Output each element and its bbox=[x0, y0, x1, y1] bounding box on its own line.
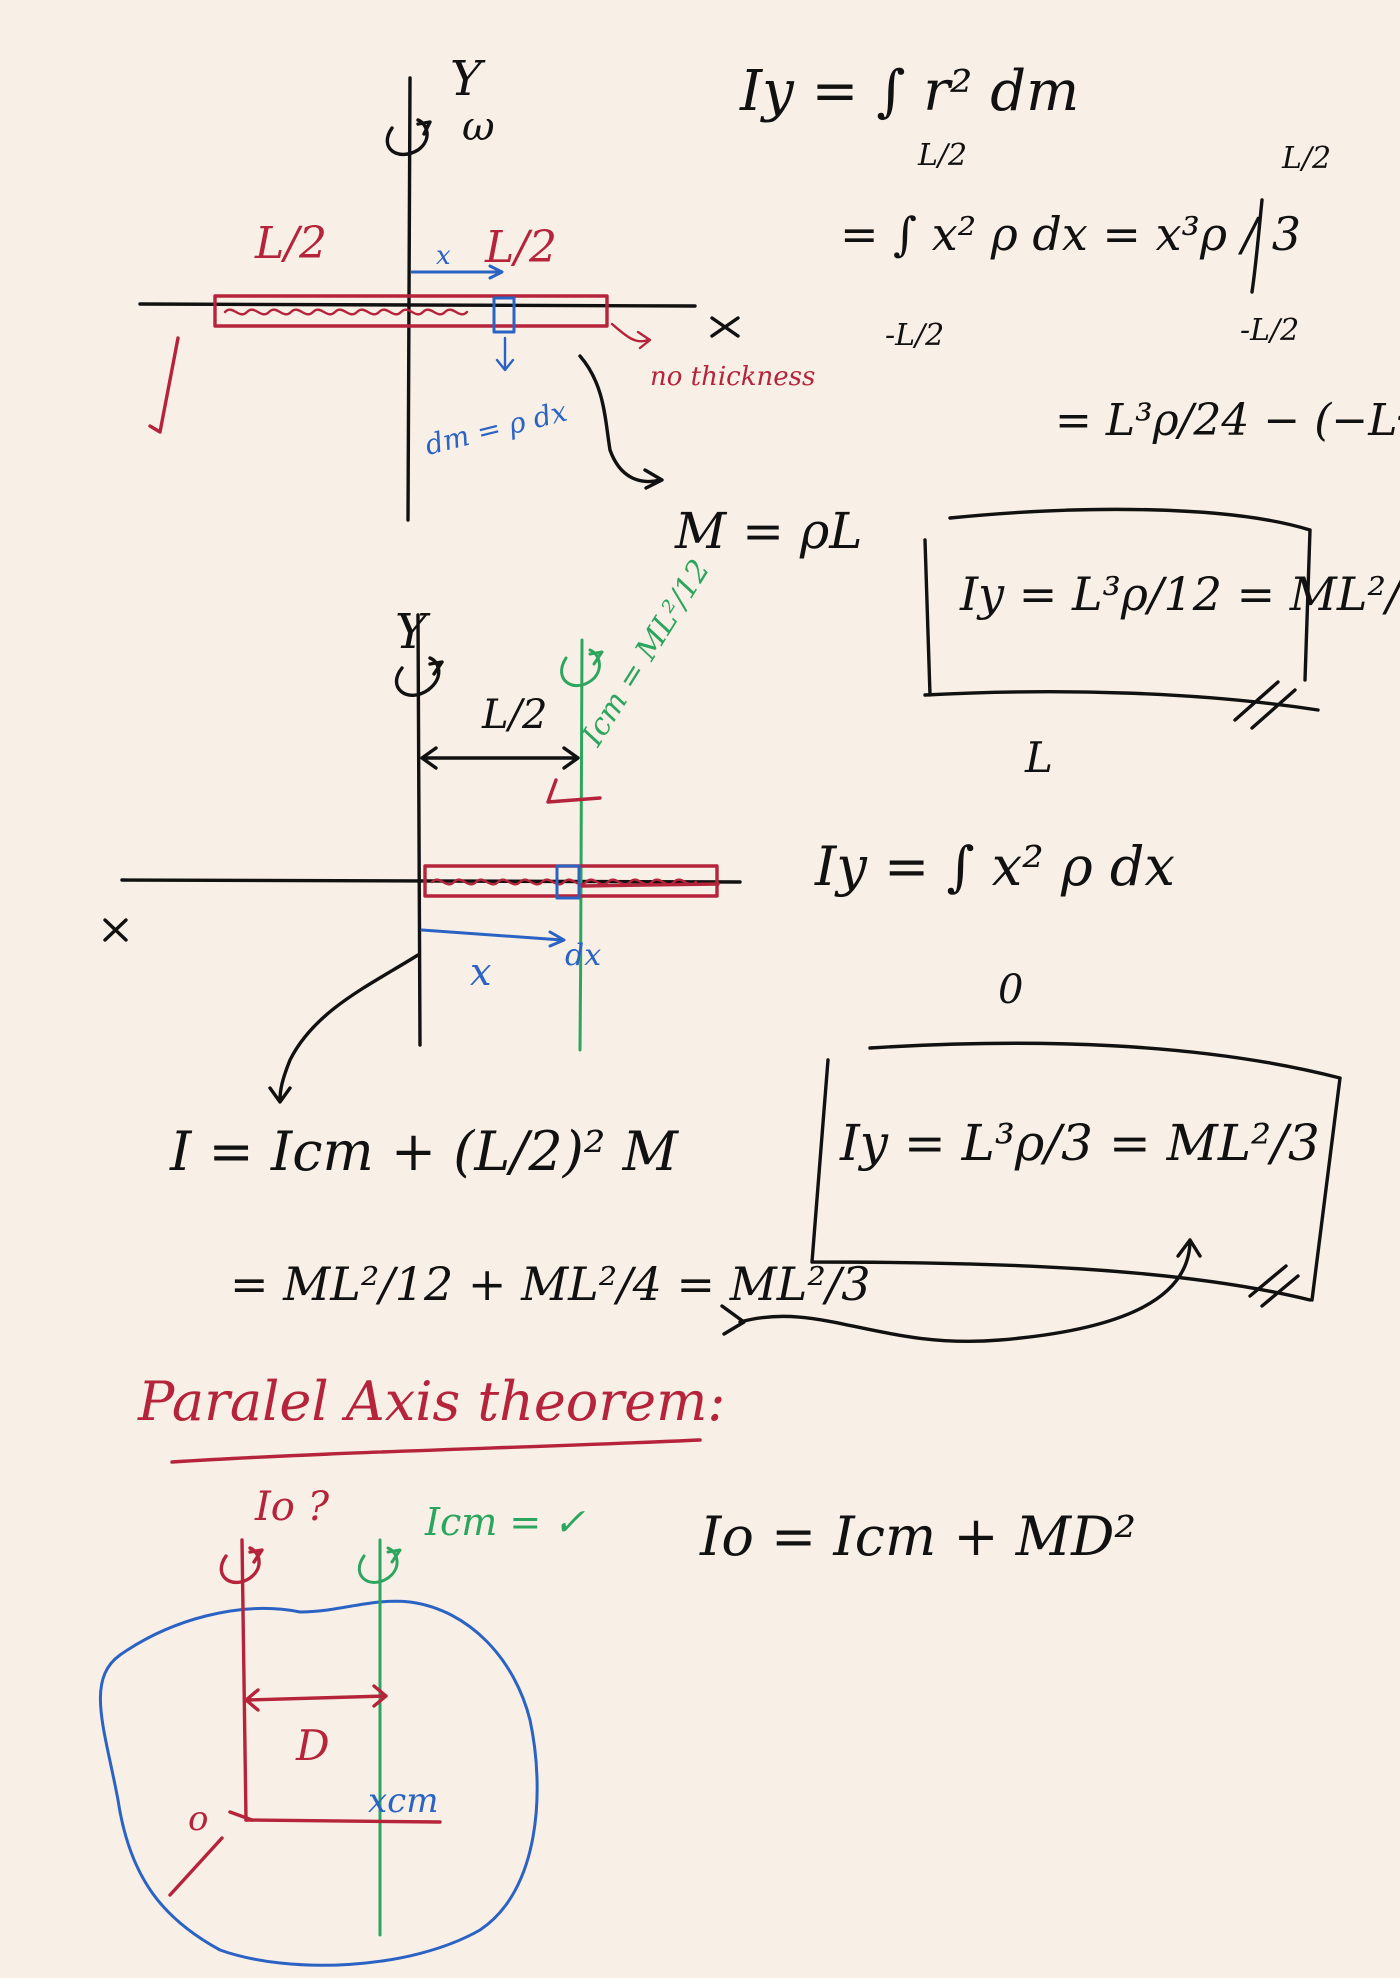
rod-rectangle bbox=[213, 294, 609, 328]
x-distance-label-2: x bbox=[470, 950, 491, 994]
x-axis-arrow-icon bbox=[710, 316, 740, 338]
link-arrow bbox=[720, 1238, 1202, 1343]
rod-end-line bbox=[580, 882, 720, 888]
x-axis bbox=[138, 302, 697, 308]
distance-label: D bbox=[295, 1721, 330, 1770]
x-axis-2 bbox=[120, 878, 742, 884]
y-axis-2 bbox=[416, 613, 422, 1047]
eval-upper-limit: L/2 bbox=[1281, 141, 1331, 176]
integral-line: = ∫ x² ρ dx = x³ρ / 3 bbox=[840, 207, 1301, 261]
theorem-formula: Io = Icm + MD² bbox=[699, 1505, 1136, 1568]
boxed-result-2: Iy = L³ρ/3 = ML²/3 bbox=[839, 1114, 1320, 1172]
boxed-result-1: Iy = L³ρ/12 = ML²/12 bbox=[959, 567, 1400, 621]
axis-y-label-2: Y bbox=[395, 604, 431, 660]
dx-label: dx bbox=[565, 938, 601, 973]
origin-axis bbox=[240, 1538, 248, 1822]
y-axis bbox=[406, 76, 412, 522]
rod-texture bbox=[223, 308, 469, 316]
result-box-1 bbox=[923, 507, 1320, 712]
rigid-body-outline bbox=[98, 1599, 539, 1967]
rotation-arrow-icon-2 bbox=[394, 656, 444, 697]
x-mark-icon bbox=[103, 918, 128, 942]
origin-label: o bbox=[188, 1799, 208, 1839]
x-distance-arrow-2 bbox=[420, 928, 566, 948]
x-distance-label: x bbox=[436, 241, 451, 271]
axis-y-label: Y bbox=[450, 51, 486, 107]
rod-end-diagram bbox=[103, 613, 1202, 1343]
icm-check-label: Icm = ✓ bbox=[424, 1500, 585, 1544]
no-thickness-label: no thickness bbox=[650, 362, 815, 392]
omega-label: ω bbox=[462, 104, 495, 150]
xcm-label: xcm bbox=[368, 1781, 438, 1821]
cm-rotation-arrow-icon bbox=[560, 648, 604, 687]
out-of-plane-axis bbox=[168, 1836, 224, 1897]
rod-center-diagram bbox=[138, 76, 740, 522]
lower-limit-0: 0 bbox=[998, 967, 1023, 1013]
dx-element-box bbox=[555, 864, 581, 900]
parallel-curve-arrow bbox=[268, 953, 420, 1104]
io-label: Io ? bbox=[254, 1484, 330, 1530]
no-thickness-arrow bbox=[610, 322, 652, 350]
evaluation-line: = L³ρ/24 − (−L³ρ/24) bbox=[1055, 395, 1400, 446]
half-length-right: L/2 bbox=[484, 222, 557, 273]
eval-lower-limit: -L/2 bbox=[1240, 313, 1299, 348]
rotation-arrow-icon bbox=[385, 118, 432, 157]
cm-axis bbox=[578, 638, 584, 1052]
mass-curve-arrow bbox=[578, 354, 664, 490]
rod-texture-2 bbox=[430, 878, 698, 886]
distance-arrow bbox=[244, 1684, 388, 1712]
cm-rotation-icon bbox=[357, 1546, 402, 1584]
evaluation-bar bbox=[1250, 198, 1264, 294]
theorem-heading: Paralel Axis theorem: bbox=[137, 1370, 726, 1433]
baseline bbox=[244, 1818, 442, 1824]
half-length-arrow bbox=[420, 746, 580, 770]
integral-definition: Iy = ∫ r² dm bbox=[739, 59, 1079, 124]
result-check-2 bbox=[1248, 1264, 1300, 1308]
mass-label: M = ρL bbox=[674, 502, 862, 560]
parallel-formula-1: I = Icm + (L/2)² M bbox=[169, 1120, 680, 1183]
result-box-2 bbox=[810, 1041, 1342, 1302]
length-bracket bbox=[546, 778, 602, 804]
origin-tick bbox=[228, 1810, 254, 1822]
origin-rotation-icon bbox=[219, 1546, 264, 1585]
dm-element-box bbox=[492, 296, 516, 334]
integral-lower-limit: -L/2 bbox=[885, 318, 944, 353]
x-distance-arrow bbox=[410, 264, 504, 280]
integral-end: Iy = ∫ x² ρ dx bbox=[814, 835, 1175, 898]
upper-limit-L: L bbox=[1024, 733, 1053, 782]
dm-down-arrow-icon bbox=[495, 336, 515, 372]
body-diagram bbox=[98, 1538, 539, 1967]
red-mark bbox=[148, 336, 180, 434]
dm-label: dm = ρ dx bbox=[422, 395, 571, 462]
result-check-1 bbox=[1233, 680, 1297, 730]
parallel-formula-2: = ML²/12 + ML²/4 = ML²/3 bbox=[230, 1257, 871, 1311]
half-length-label: L/2 bbox=[481, 692, 548, 738]
half-length-left: L/2 bbox=[254, 218, 327, 269]
integral-upper-limit: L/2 bbox=[917, 138, 967, 173]
theorem-underline bbox=[170, 1438, 702, 1464]
